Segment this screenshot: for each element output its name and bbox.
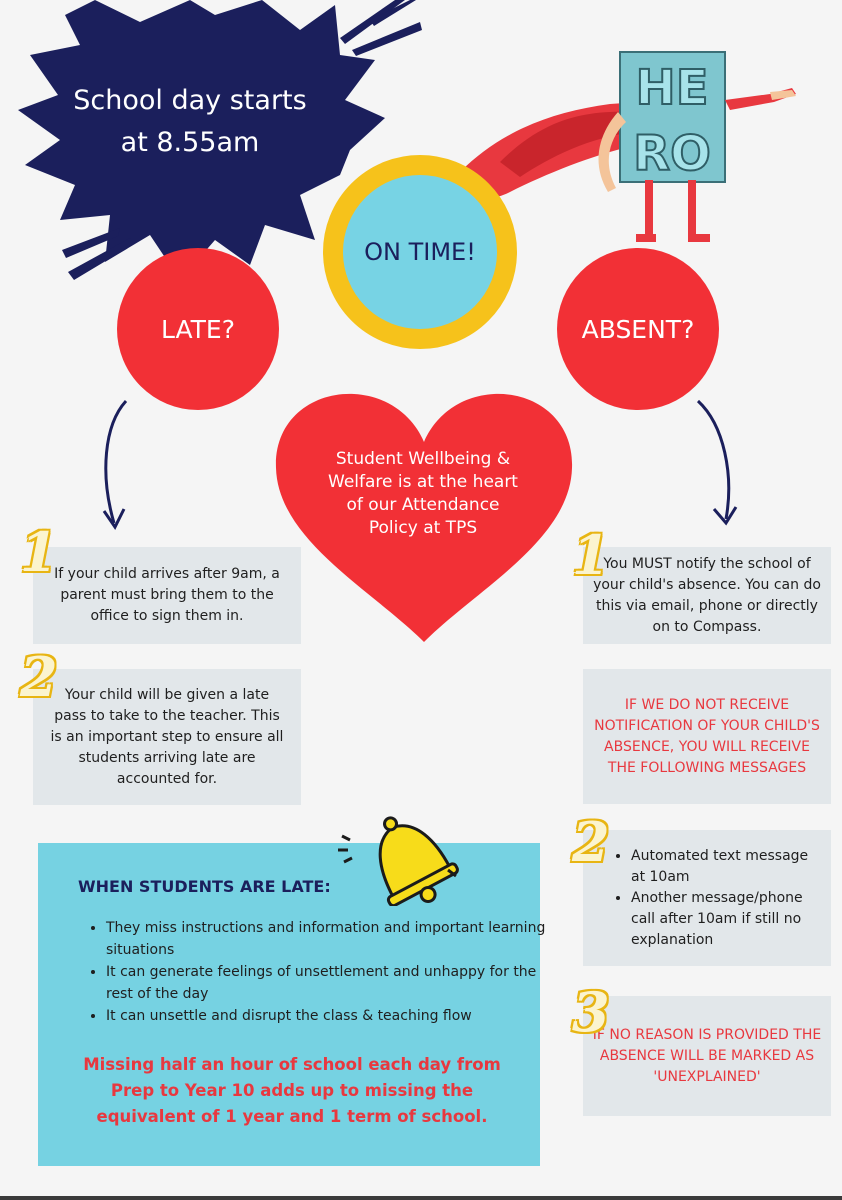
list-item: It can generate feelings of unsettlement… — [106, 961, 546, 1005]
late-step-1-number: 1 — [20, 520, 58, 584]
late-step-2-box: Your child will be given a late pass to … — [33, 669, 301, 805]
list-item: Automated text message at 10am — [631, 846, 813, 888]
absent-label: ABSENT? — [581, 314, 695, 344]
on-time-circle: ON TIME! — [323, 155, 517, 349]
late-step-1-text: If your child arrives after 9am, a paren… — [54, 566, 280, 624]
starburst-shape — [18, 0, 422, 280]
heart-shape — [275, 393, 573, 642]
late-effects-heading: WHEN STUDENTS ARE LATE: — [78, 877, 331, 896]
list-item: It can unsettle and disrupt the class & … — [106, 1005, 546, 1027]
absent-step-1-number: 1 — [572, 523, 610, 587]
late-circle: LATE? — [117, 248, 279, 410]
absent-notice-text: IF WE DO NOT RECEIVE NOTIFICATION OF YOU… — [594, 696, 820, 776]
late-effects-list: They miss instructions and information a… — [70, 917, 546, 1027]
hero-letters-top: HE — [636, 60, 709, 116]
absent-step-2-box: Automated text message at 10am Another m… — [583, 830, 831, 966]
school-day-start-text: School day starts at 8.55am — [73, 85, 307, 158]
late-label: LATE? — [161, 314, 235, 344]
late-statistic: Missing half an hour of school each day … — [83, 1055, 501, 1126]
absent-circle: ABSENT? — [557, 248, 719, 410]
absent-arrow-icon — [696, 399, 738, 526]
absent-step-3-text: IF NO REASON IS PROVIDED THE ABSENCE WIL… — [592, 1026, 822, 1085]
bell-icon — [338, 816, 459, 906]
absent-step-3-box: IF NO REASON IS PROVIDED THE ABSENCE WIL… — [583, 996, 831, 1116]
absent-messages-list: Automated text message at 10am Another m… — [609, 846, 813, 951]
bottom-divider — [0, 1196, 842, 1200]
absent-step-3-number: 3 — [572, 980, 610, 1044]
hero-character-illustration: HE RO — [460, 51, 796, 242]
list-item: They miss instructions and information a… — [106, 917, 546, 961]
absent-step-1-text: You MUST notify the school of your child… — [593, 555, 821, 635]
late-effects-panel — [38, 843, 540, 1166]
late-step-2-text: Your child will be given a late pass to … — [50, 686, 284, 787]
hero-letters-bottom: RO — [633, 126, 711, 182]
absent-notice-box: IF WE DO NOT RECEIVE NOTIFICATION OF YOU… — [583, 669, 831, 804]
on-time-label: ON TIME! — [364, 238, 476, 266]
late-step-1-box: If your child arrives after 9am, a paren… — [33, 547, 301, 644]
late-step-2-number: 2 — [20, 645, 58, 709]
wellbeing-statement: Student Wellbeing & Welfare is at the he… — [328, 449, 518, 538]
absent-step-1-box: You MUST notify the school of your child… — [583, 547, 831, 644]
late-arrow-icon — [102, 399, 128, 530]
list-item: Another message/phone call after 10am if… — [631, 888, 813, 951]
absent-step-2-number: 2 — [572, 810, 610, 874]
